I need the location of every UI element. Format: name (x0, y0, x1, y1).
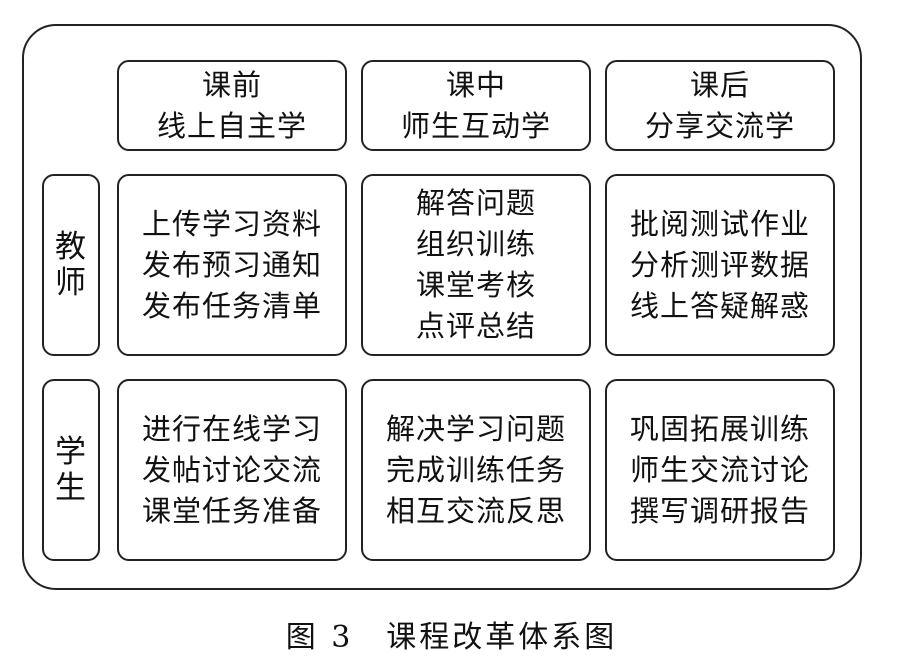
row-label-teacher-char-2: 师 (55, 265, 87, 301)
cell-line: 批阅测试作业 (629, 206, 810, 241)
cell-line: 巩固拓展训练 (629, 411, 810, 446)
cell-student-in-class: 解决学习问题 完成训练任务 相互交流反思 (361, 379, 591, 561)
cell-line: 撰写调研报告 (629, 493, 810, 528)
cell-line: 课堂考核 (415, 268, 536, 302)
row-label-student: 学 生 (42, 379, 100, 561)
header-pre-class-title: 课前 (201, 67, 262, 102)
row-label-teacher: 教 师 (42, 174, 100, 356)
header-pre-class-subtitle: 线上自主学 (156, 108, 307, 143)
cell-line: 点评总结 (415, 309, 536, 343)
header-post-class-title: 课后 (689, 67, 750, 102)
header-pre-class: 课前 线上自主学 (117, 60, 347, 151)
header-in-class-title: 课中 (445, 67, 506, 102)
cell-line: 组织训练 (415, 227, 536, 261)
figure-caption: 图 3 课程改革体系图 (285, 620, 618, 655)
cell-line: 线上答疑解惑 (629, 288, 810, 323)
header-post-class-subtitle: 分享交流学 (644, 108, 795, 143)
outer-frame (22, 24, 862, 590)
cell-student-post-class: 巩固拓展训练 师生交流讨论 撰写调研报告 (605, 379, 835, 561)
cell-line: 完成训练任务 (385, 452, 566, 487)
cell-teacher-pre-class: 上传学习资料 发布预习通知 发布任务清单 (117, 174, 347, 356)
cell-line: 师生交流讨论 (629, 452, 810, 487)
cell-teacher-post-class: 批阅测试作业 分析测评数据 线上答疑解惑 (605, 174, 835, 356)
cell-line: 进行在线学习 (141, 411, 322, 446)
header-in-class: 课中 师生互动学 (361, 60, 591, 151)
header-post-class: 课后 分享交流学 (605, 60, 835, 151)
row-label-teacher-char-1: 教 (55, 229, 87, 265)
row-label-student-char-2: 生 (55, 470, 87, 506)
cell-line: 解决学习问题 (385, 411, 566, 446)
cell-line: 发布任务清单 (141, 288, 322, 323)
cell-line: 发帖讨论交流 (141, 452, 322, 487)
cell-line: 解答问题 (415, 186, 536, 220)
cell-line: 发布预习通知 (141, 247, 322, 282)
cell-line: 课堂任务准备 (141, 493, 322, 528)
cell-line: 上传学习资料 (141, 206, 322, 241)
header-in-class-subtitle: 师生互动学 (400, 108, 551, 143)
cell-teacher-in-class: 解答问题 组织训练 课堂考核 点评总结 (361, 174, 591, 356)
cell-line: 相互交流反思 (385, 493, 566, 528)
row-label-student-char-1: 学 (55, 434, 87, 470)
cell-student-pre-class: 进行在线学习 发帖讨论交流 课堂任务准备 (117, 379, 347, 561)
cell-line: 分析测评数据 (629, 247, 810, 282)
